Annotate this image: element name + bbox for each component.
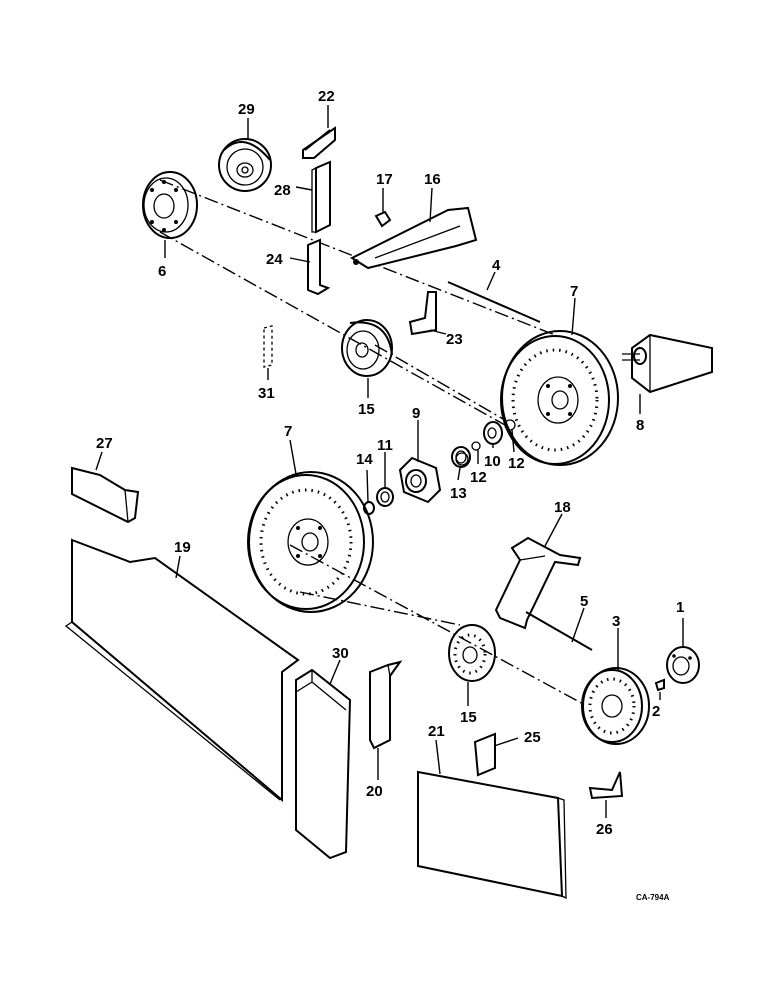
hub-1 — [666, 646, 700, 684]
bracket-18 — [494, 536, 582, 630]
plate-20 — [369, 660, 403, 750]
leader-lines — [95, 105, 684, 818]
plate-25 — [473, 732, 496, 777]
callout-15a: 15 — [358, 401, 375, 418]
callout-25: 25 — [524, 729, 541, 746]
pulley-7-lower — [247, 471, 374, 613]
bolt-2 — [654, 678, 665, 692]
callout-6: 6 — [158, 263, 166, 280]
idler-15-upper — [341, 319, 393, 377]
pulley-7-upper — [500, 330, 619, 466]
callout-27: 27 — [96, 435, 113, 452]
pulley-3 — [581, 667, 650, 745]
callout-20: 20 — [366, 783, 383, 800]
belt-lines — [159, 179, 586, 706]
shield-19 — [64, 538, 300, 803]
figure-code: CA-794A — [636, 893, 670, 902]
callout-16: 16 — [424, 171, 441, 188]
callout-28: 28 — [274, 182, 291, 199]
callout-19: 19 — [174, 539, 191, 556]
callout-23: 23 — [446, 331, 463, 348]
callouts: 1 2 3 4 5 6 7 7 8 9 10 11 12 12 12 13 14… — [96, 88, 684, 902]
arm-16 — [349, 206, 478, 270]
bearing-housing-9 — [398, 456, 442, 504]
callout-9: 9 — [412, 405, 420, 422]
callout-10: 10 — [484, 453, 501, 470]
idler-15-lower — [448, 624, 496, 682]
callout-18: 18 — [554, 499, 571, 516]
bearing-11 — [376, 487, 394, 507]
sheave-6 — [142, 171, 198, 239]
bracket-26 — [588, 771, 624, 800]
part-31 — [263, 325, 273, 368]
pulley-29 — [218, 138, 272, 192]
callout-11: 11 — [377, 437, 393, 454]
bushing-13 — [451, 446, 471, 468]
bracket-23 — [408, 291, 437, 336]
callout-7a: 7 — [570, 283, 578, 300]
callout-5: 5 — [580, 593, 588, 610]
callout-15b: 15 — [460, 709, 477, 726]
panel-21 — [417, 770, 567, 900]
nut-17 — [374, 210, 392, 228]
shield-30 — [295, 668, 352, 860]
callout-14: 14 — [356, 451, 373, 468]
callout-29: 29 — [238, 101, 255, 118]
rod-5 — [525, 611, 593, 651]
callout-7b: 7 — [284, 423, 292, 440]
bracket-24 — [307, 238, 331, 296]
callout-26: 26 — [596, 821, 613, 838]
callout-4: 4 — [492, 257, 501, 274]
bearing-10 — [483, 421, 503, 445]
callout-30: 30 — [332, 645, 349, 662]
callout-31: 31 — [258, 385, 275, 402]
callout-17: 17 — [376, 171, 393, 188]
callout-12a: 12 — [508, 455, 525, 472]
plate-28 — [311, 160, 331, 234]
callout-13: 13 — [450, 485, 467, 502]
callout-21: 21 — [428, 723, 445, 740]
bracket-27 — [71, 466, 140, 524]
callout-12b: 12 — [470, 469, 487, 486]
rod-4 — [447, 281, 541, 323]
bracket-22 — [302, 126, 336, 159]
callout-1: 1 — [676, 599, 684, 616]
callout-8: 8 — [636, 417, 644, 434]
callout-24: 24 — [266, 251, 283, 268]
callout-22: 22 — [318, 88, 335, 105]
bracket-8 — [622, 333, 713, 394]
callout-3: 3 — [612, 613, 620, 630]
callout-2: 2 — [652, 703, 660, 720]
